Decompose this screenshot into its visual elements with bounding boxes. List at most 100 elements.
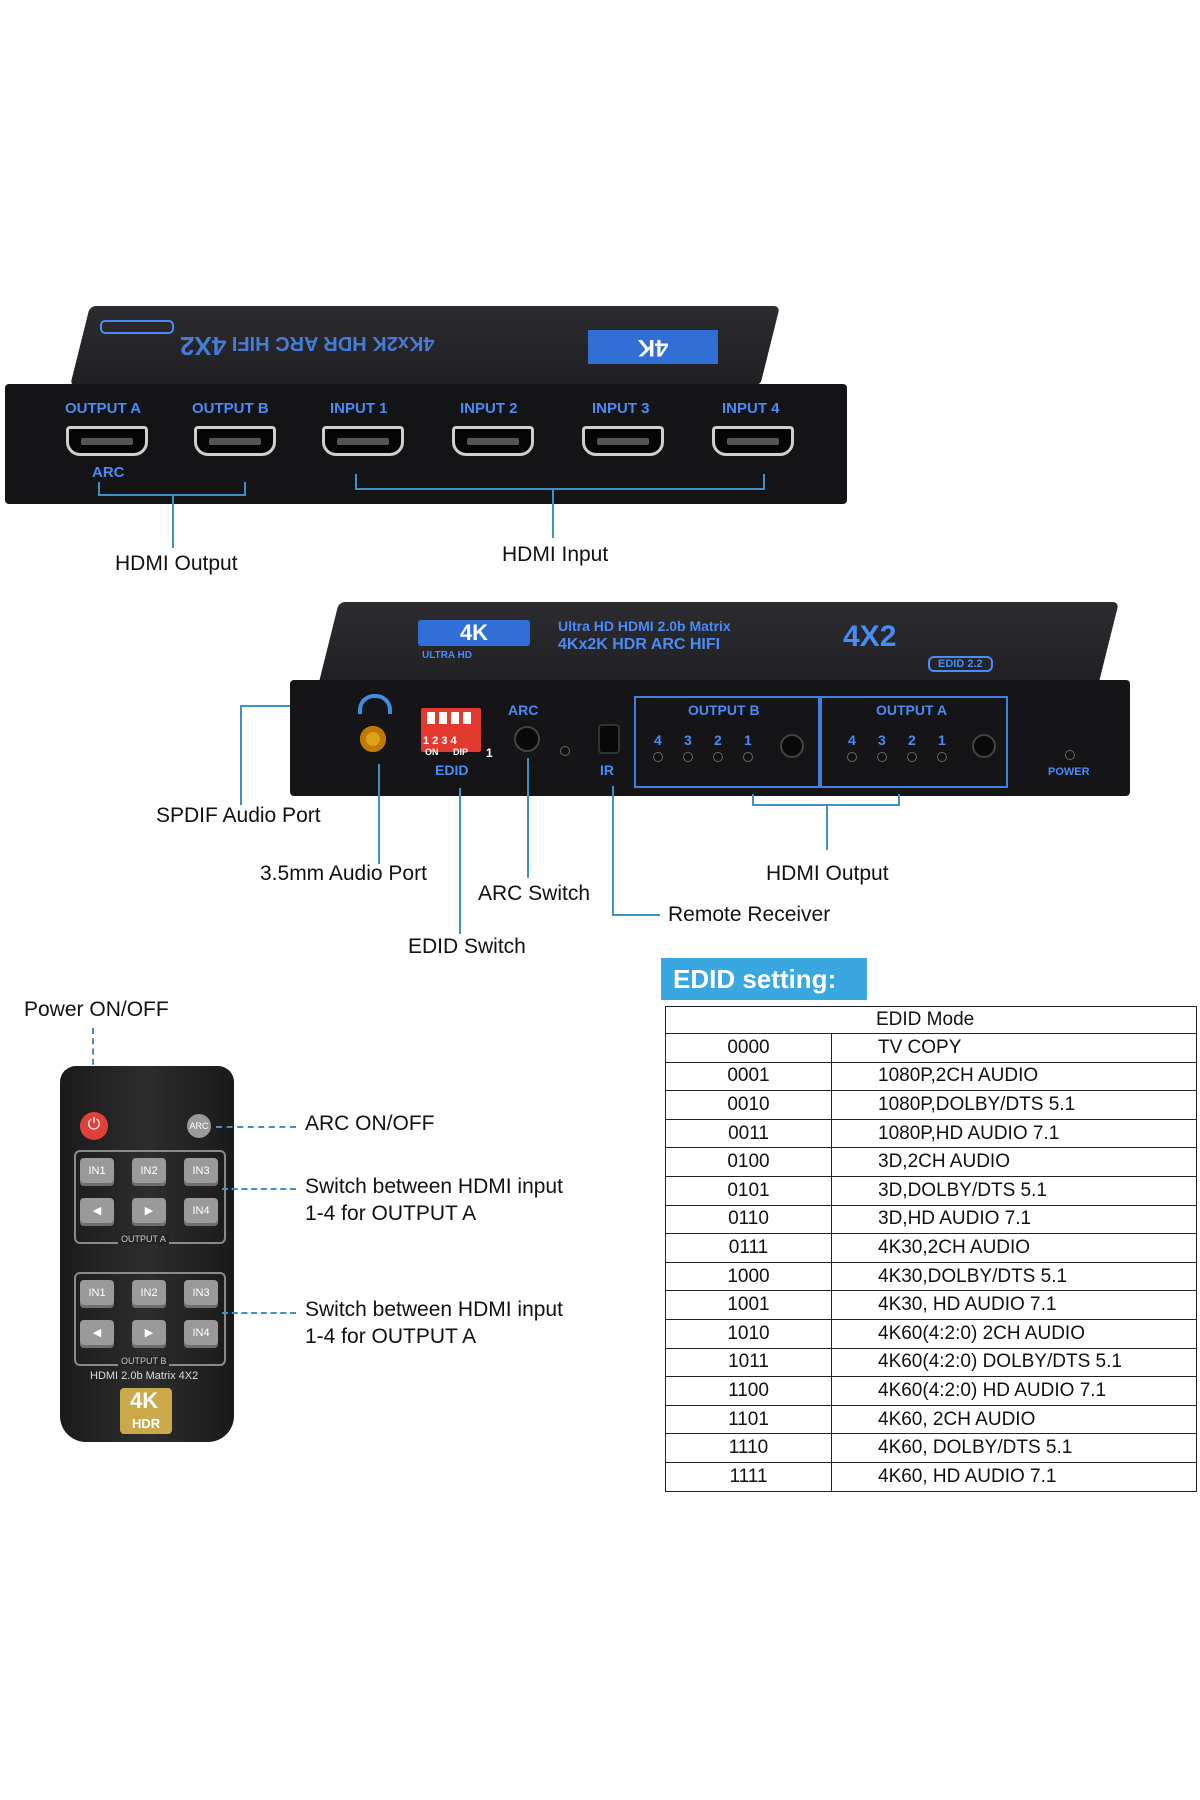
edid-mode-cell: 4K60(4:2:0) HD AUDIO 7.1 — [831, 1376, 1197, 1406]
audio-35mm-jack — [360, 726, 386, 752]
edid-label: EDID — [435, 762, 469, 778]
top-device-brand-text: 4Kx2K HDR ARC HIFI 4X2 — [180, 330, 434, 361]
remote-a-in3-button[interactable]: IN3 — [184, 1158, 218, 1186]
edid-mode-cell: 3D,DOLBY/DTS 5.1 — [831, 1175, 1197, 1206]
arc-label-front: ARC — [508, 702, 539, 718]
edid-table-header: EDID Mode — [665, 1006, 1197, 1034]
output-a-led-label-2: 2 — [908, 732, 916, 748]
edid-code-cell: 1110 — [665, 1433, 832, 1463]
hdmi-port-input-1 — [322, 426, 404, 456]
remote-a-left-button[interactable]: ◀ — [80, 1198, 114, 1226]
remote-a-in4-button[interactable]: IN4 — [184, 1198, 218, 1226]
edid-mode-cell: 4K30, HD AUDIO 7.1 — [831, 1290, 1197, 1320]
edid-code-cell: 1001 — [665, 1290, 832, 1320]
callout-remote-receiver: Remote Receiver — [668, 903, 831, 926]
dip-on-label: ON — [425, 747, 439, 757]
remote-b-left-button[interactable]: ◀ — [80, 1320, 114, 1348]
port-label-output-a: OUTPUT A — [65, 400, 142, 417]
top-device-edid-badge — [100, 320, 174, 334]
edid-mode-cell: 3D,HD AUDIO 7.1 — [831, 1204, 1197, 1235]
remote-model-text: HDMI 2.0b Matrix 4X2 — [90, 1370, 199, 1382]
arc-callout-line — [216, 1126, 296, 1128]
port-label-input-3: INPUT 3 — [592, 400, 650, 417]
port-label-input-2: INPUT 2 — [460, 400, 518, 417]
hdmi-port-output-a — [66, 426, 148, 456]
remote-b-in1-button[interactable]: IN1 — [80, 1280, 114, 1308]
remote-a-right-button[interactable]: ▶ — [132, 1198, 166, 1226]
arc-label-top: ARC — [92, 464, 125, 481]
port-label-input-4: INPUT 4 — [722, 400, 780, 417]
remote-group-a-label: OUTPUT A — [118, 1234, 169, 1244]
arc-switch-button[interactable] — [514, 726, 540, 752]
edid-mode-cell: 4K30,2CH AUDIO — [831, 1233, 1197, 1263]
dip-label: DIP — [453, 747, 469, 757]
remote-b-right-button[interactable]: ▶ — [132, 1320, 166, 1348]
remote-power-button[interactable]: ⏻ — [80, 1112, 108, 1140]
hdmi-port-input-3 — [582, 426, 664, 456]
front-device: 4K ULTRA HD Ultra HD HDMI 2.0b Matrix 4K… — [288, 598, 1133, 798]
output-a-select-button[interactable] — [972, 734, 996, 758]
remote-b-in4-button[interactable]: IN4 — [184, 1320, 218, 1348]
remote-b-in3-button[interactable]: IN3 — [184, 1280, 218, 1308]
edid-code-cell: 0000 — [665, 1033, 832, 1063]
edid-mode-cell: 1080P,DOLBY/DTS 5.1 — [831, 1090, 1197, 1120]
port-label-input-1: INPUT 1 — [330, 400, 388, 417]
group-b-callout-line — [222, 1312, 296, 1314]
front-device-brand-line2: 4Kx2K HDR ARC HIFI — [558, 636, 721, 653]
edid-code-cell: 1100 — [665, 1376, 832, 1406]
output-a-led-3 — [877, 752, 887, 762]
output-a-led-label-3: 3 — [878, 732, 886, 748]
remote-a-in2-button[interactable]: IN2 — [132, 1158, 166, 1186]
output-a-led-label-4: 4 — [848, 732, 856, 748]
top-device-4k-badge: 4K — [588, 330, 718, 364]
callout-hdmi-input-top: HDMI Input — [502, 543, 609, 566]
remote-group-b-label: OUTPUT B — [118, 1356, 170, 1366]
callout-audio-35mm: 3.5mm Audio Port — [260, 862, 427, 885]
top-brand-line: 4Kx2K HDR ARC HIFI — [231, 332, 435, 354]
output-b-led-3 — [683, 752, 693, 762]
front-device-edid-badge: EDID 2.2 — [928, 656, 993, 672]
remote-b-in2-button[interactable]: IN2 — [132, 1280, 166, 1308]
edid-code-cell: 0011 — [665, 1118, 832, 1149]
callout-group-b-line2: 1-4 for OUTPUT A — [305, 1325, 477, 1348]
edid-code-cell: 1011 — [665, 1347, 832, 1378]
ir-receiver — [598, 724, 620, 754]
edid-mode-cell: TV COPY — [831, 1033, 1197, 1063]
output-b-led-label-4: 4 — [654, 732, 662, 748]
edid-code-cell: 0010 — [665, 1090, 832, 1120]
output-b-select-button[interactable] — [780, 734, 804, 758]
edid-dip-switch[interactable] — [421, 708, 481, 752]
hdmi-port-input-4 — [712, 426, 794, 456]
remote-logo-hdr: HDR — [132, 1416, 161, 1431]
edid-mode-cell: 4K60, DOLBY/DTS 5.1 — [831, 1433, 1197, 1463]
edid-mode-cell: 1080P,2CH AUDIO — [831, 1061, 1197, 1092]
dip-one-label: 1 — [486, 746, 493, 760]
edid-code-cell: 0111 — [665, 1233, 832, 1263]
edid-code-cell: 1111 — [665, 1461, 832, 1492]
front-device-ultra-hd: ULTRA HD — [422, 650, 472, 661]
front-device-4k-badge: 4K — [418, 620, 530, 646]
output-a-led-4 — [847, 752, 857, 762]
edid-mode-cell: 4K30,DOLBY/DTS 5.1 — [831, 1261, 1197, 1292]
remote-arc-button[interactable]: ARC — [187, 1114, 211, 1138]
remote-a-in1-button[interactable]: IN1 — [80, 1158, 114, 1186]
hdmi-port-input-2 — [452, 426, 534, 456]
callout-spdif: SPDIF Audio Port — [156, 804, 321, 827]
group-a-callout-line — [222, 1188, 296, 1190]
output-b-led-label-2: 2 — [714, 732, 722, 748]
callout-hdmi-output-top: HDMI Output — [115, 552, 238, 575]
callout-power-onoff: Power ON/OFF — [24, 998, 169, 1021]
output-b-group — [634, 696, 822, 788]
output-b-led-4 — [653, 752, 663, 762]
